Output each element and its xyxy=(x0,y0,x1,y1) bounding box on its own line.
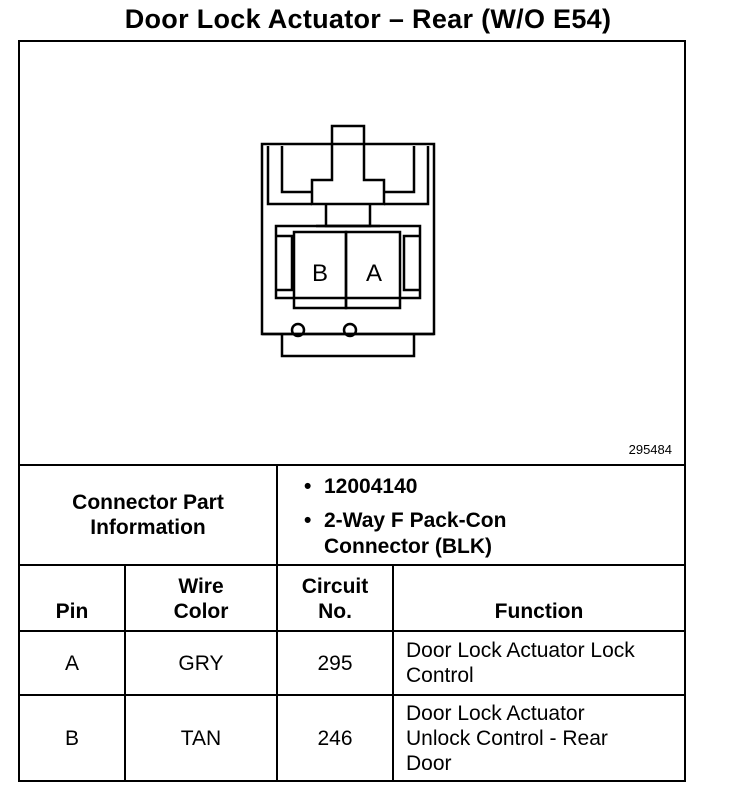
row-b-function: Door Lock Actuator Unlock Control - Rear… xyxy=(406,701,608,775)
row-a-wire-color: GRY xyxy=(178,651,224,675)
header-function: Function xyxy=(494,600,584,623)
divider xyxy=(276,464,278,780)
connector-drawing: B A xyxy=(260,124,436,358)
divider xyxy=(20,564,684,566)
row-b-circuit: 246 xyxy=(317,726,353,750)
connector-part-number: 12004140 xyxy=(300,474,554,500)
row-b-pin: B xyxy=(64,726,79,750)
header-pin: Pin xyxy=(55,600,89,623)
connector-info-list: 12004140 2-Way F Pack-Con Connector (BLK… xyxy=(300,474,554,560)
connector-description: 2-Way F Pack-Con Connector (BLK) xyxy=(300,508,554,560)
divider xyxy=(20,464,684,466)
figure-number: 295484 xyxy=(628,442,672,457)
page-title: Door Lock Actuator – Rear (W/O E54) xyxy=(124,4,612,34)
pin-label-b: B xyxy=(312,260,328,287)
header-circuit-no: Circuit No. xyxy=(301,575,369,623)
header-wire-color: Wire Color xyxy=(173,575,229,623)
row-a-function: Door Lock Actuator Lock Control xyxy=(406,639,635,687)
divider xyxy=(124,564,126,780)
divider xyxy=(20,630,684,632)
connector-diagram: B A 295484 xyxy=(20,42,684,466)
divider xyxy=(20,694,684,696)
divider xyxy=(392,564,394,780)
row-a-pin: A xyxy=(64,651,79,675)
pin-label-a: A xyxy=(366,260,382,287)
connector-sheet: B A 295484 Connector Part Information 12… xyxy=(18,40,686,782)
row-b-wire-color: TAN xyxy=(180,726,222,750)
connector-info-label: Connector Part Information xyxy=(72,491,224,539)
row-a-circuit: 295 xyxy=(317,651,353,675)
